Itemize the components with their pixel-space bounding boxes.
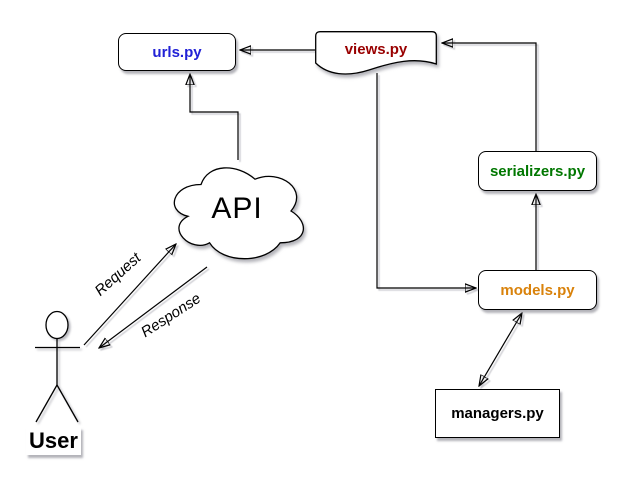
edge-user-to-api-request bbox=[83, 244, 176, 346]
node-serializers-py: serializers.py bbox=[478, 151, 597, 191]
node-models-label: models.py bbox=[500, 281, 575, 299]
edge-serializers-to-views bbox=[442, 43, 537, 151]
node-serializers-label: serializers.py bbox=[489, 162, 586, 180]
node-urls-py: urls.py bbox=[118, 33, 236, 71]
cloud-shape bbox=[173, 167, 305, 260]
node-views-label: views.py bbox=[344, 40, 408, 58]
node-views-py: views.py bbox=[315, 31, 437, 77]
edge-cloud-to-urls bbox=[190, 74, 239, 160]
node-managers-label: managers.py bbox=[451, 405, 544, 422]
actor-left-leg bbox=[35, 384, 58, 423]
actor-right-leg bbox=[56, 384, 79, 423]
document-shape bbox=[315, 31, 437, 75]
edge-models-managers-double bbox=[479, 313, 522, 386]
user-actor-figure bbox=[28, 308, 90, 435]
user-caption: User bbox=[26, 427, 81, 455]
node-api-cloud: API bbox=[165, 158, 309, 264]
node-urls-label: urls.py bbox=[152, 43, 202, 61]
node-managers-py: managers.py bbox=[435, 389, 560, 438]
edge-api-to-user-response bbox=[99, 266, 208, 348]
edge-views-to-models bbox=[376, 73, 476, 288]
actor-head bbox=[45, 310, 69, 340]
node-api-label: API bbox=[211, 192, 263, 225]
node-models-py: models.py bbox=[478, 270, 597, 310]
